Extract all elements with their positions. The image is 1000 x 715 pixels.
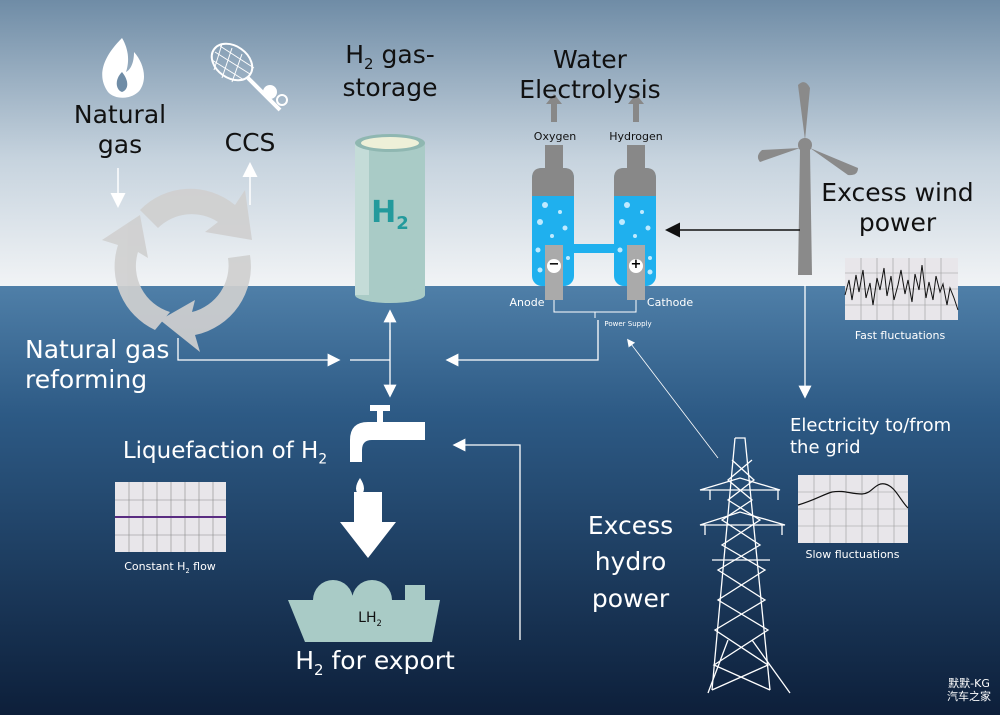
excess-wind-power-label: Excess wind power <box>821 178 974 237</box>
power-supply-label: Power Supply <box>604 320 652 328</box>
anode-label: Anode <box>509 296 545 309</box>
oxygen-label: Oxygen <box>533 130 577 143</box>
hydrogen-label: Hydrogen <box>609 130 663 143</box>
ccs-label: CCS <box>224 128 276 157</box>
electricity-grid-label: Electricity to/from the grid <box>790 415 952 458</box>
ccs-net-icon <box>210 42 288 112</box>
slow-fluctuations-chart <box>797 475 909 543</box>
minus-sign: − <box>548 257 560 272</box>
reforming-cycle-icon <box>102 188 252 352</box>
down-arrow-icon <box>340 492 396 558</box>
liquefaction-label: Liquefaction of H2 <box>122 438 328 468</box>
power-pylon-icon <box>699 437 791 694</box>
cylinder-h2-label: H2 <box>371 195 409 234</box>
natural-gas-label: Natural gas <box>73 100 167 159</box>
h2-for-export-label: H2 for export <box>295 646 455 679</box>
cathode-label: Cathode <box>646 296 694 309</box>
flame-icon <box>102 38 145 98</box>
ship-lh2-label: LH2 <box>358 610 382 628</box>
natural-gas-reforming-label: Natural gas reforming <box>25 335 170 394</box>
plus-sign: + <box>630 257 642 272</box>
wind-turbine-icon <box>757 82 858 275</box>
h2-storage-cylinder <box>355 134 425 303</box>
h2-gas-storage-title: H2 gas-storage <box>342 40 438 102</box>
tanker-ship-icon <box>288 580 440 642</box>
excess-hydro-power-label: Excess hydro power <box>587 511 674 613</box>
constant-flow-chart <box>115 482 226 552</box>
constant-flow-label: Constant H2 flow <box>124 560 216 576</box>
water-electrolysis-title: Water Electrolysis <box>519 45 661 104</box>
fast-fluctuations-label: Fast fluctuations <box>854 329 946 342</box>
tap-icon <box>350 405 425 496</box>
slow-fluctuations-label: Slow fluctuations <box>805 548 900 561</box>
electrolysis-cell <box>532 94 656 318</box>
fast-fluctuations-chart <box>844 258 959 320</box>
